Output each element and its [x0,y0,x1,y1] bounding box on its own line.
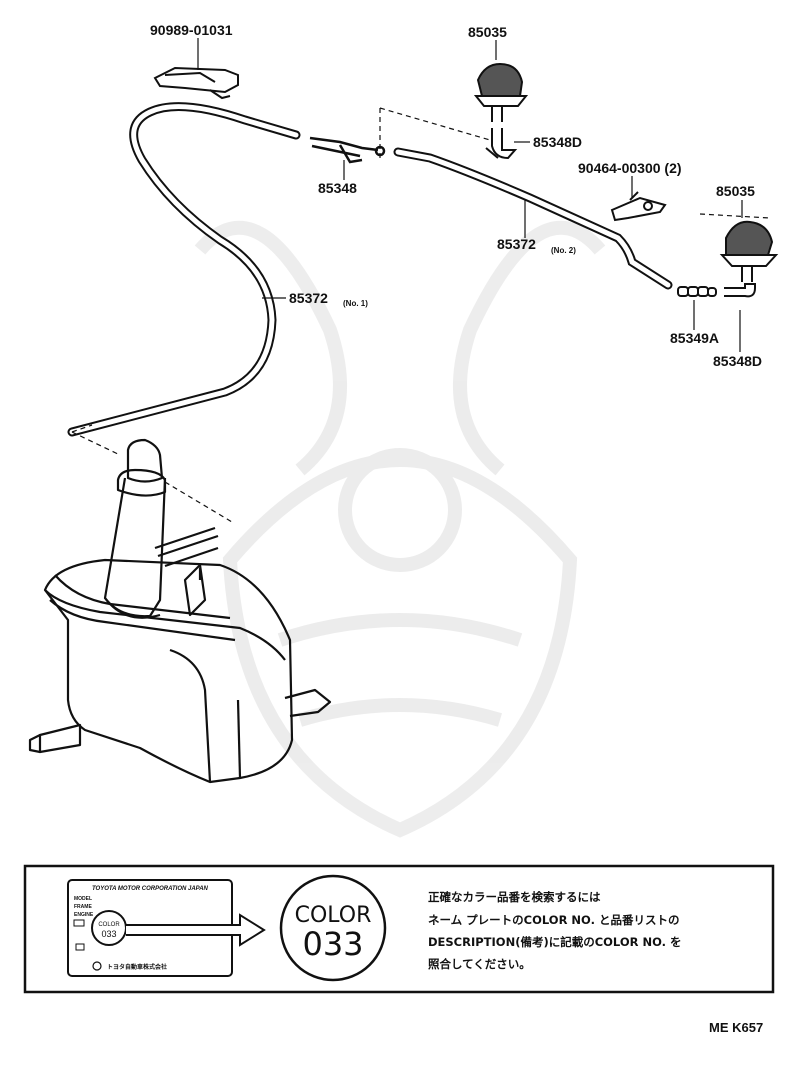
elbow-right [724,283,756,298]
notice-line-4: 照合してください。 [428,957,531,971]
label-check-valve: 85349A [670,330,719,346]
color-notice-box: TOYOTA MOTOR CORPORATION JAPAN MODEL FRA… [23,864,775,994]
label-elbow-right: 85348D [713,353,762,369]
clip-90464 [610,191,667,222]
notice-line-3: DESCRIPTION(備考)に記載のCOLOR NO. を [428,935,682,949]
notice-line-2: ネーム プレートのCOLOR NO. と品番リストの [428,913,680,927]
check-valve-85349A [677,286,717,297]
nameplate-color-label: COLOR [98,922,120,928]
badge-color-label: COLOR [295,903,372,928]
label-hose-no1: 85372 [289,290,328,306]
bracket-90989 [153,66,239,100]
color-badge: COLOR 033 [279,874,387,982]
nameplate-color-code: 033 [101,929,116,939]
elbow-left [485,128,518,160]
label-joint: 85348 [318,180,357,196]
reference-code: ME K657 [709,1020,764,1035]
hose-no2 [393,147,673,290]
washer-reservoir [28,438,332,784]
label-hose-no2: 85372 [497,236,536,252]
part-labels: 90989-01031 85035 85348D 85348 90464-003… [150,22,762,369]
nameplate-row-frame: FRAME [74,904,92,910]
watermark-logo [194,220,606,838]
label-90989: 90989-01031 [150,22,233,38]
leader-lines [197,38,743,352]
hose-no1 [67,102,301,437]
joint-85348 [309,136,386,164]
label-nozzle-right: 85035 [716,183,755,199]
nameplate-row-model: MODEL [74,896,92,902]
label-nozzle-left: 85035 [468,24,507,40]
arrow-icon [126,913,266,947]
label-hose-no1-suffix: (No. 1) [343,299,368,308]
badge-color-code: 033 [302,925,363,963]
nameplate-footer: トヨタ自動車株式会社 [107,963,167,971]
label-clip: 90464-00300 (2) [578,160,682,176]
label-hose-no2-suffix: (No. 2) [551,246,576,255]
label-elbow-left: 85348D [533,134,582,150]
nameplate-header: TOYOTA MOTOR CORPORATION JAPAN [92,886,209,892]
nameplate-row-engine: ENGINE [74,912,94,918]
nozzle-right [719,220,779,282]
nozzle-left [473,62,529,122]
assembly-dashed-lines [71,107,771,523]
notice-line-1: 正確なカラー品番を検索するには [428,890,601,904]
